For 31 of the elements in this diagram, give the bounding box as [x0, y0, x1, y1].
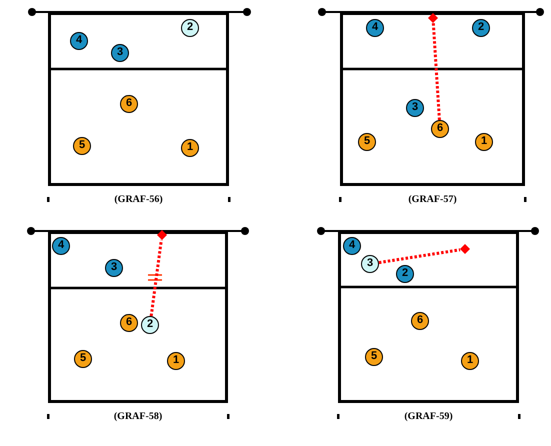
player-marker: 5: [73, 137, 91, 155]
diagram-caption: (GRAF-58): [114, 411, 162, 423]
player-marker: 6: [120, 95, 138, 113]
dotted-line: [150, 240, 163, 316]
player-marker: 4: [52, 237, 70, 255]
player-marker: 5: [74, 350, 92, 368]
player-marker: 2: [141, 316, 159, 334]
player-marker: 4: [70, 32, 88, 50]
player-marker: 1: [461, 352, 479, 370]
player-marker: 2: [181, 19, 199, 37]
player-marker: 3: [105, 259, 123, 277]
player-marker: 5: [365, 348, 383, 366]
player-marker: 2: [472, 19, 490, 37]
player-marker: 2: [396, 265, 414, 283]
player-marker: 1: [167, 352, 185, 370]
diagram-caption: (GRAF-59): [404, 411, 453, 423]
diagram-caption: (GRAF-57): [408, 194, 457, 206]
dotted-line: [432, 22, 441, 120]
player-marker: 3: [361, 255, 379, 273]
diagram-caption: (GRAF-56): [114, 194, 163, 206]
player-marker: 3: [406, 99, 424, 117]
player-marker: 6: [120, 314, 138, 332]
player-marker: 6: [411, 312, 429, 330]
player-marker: 6: [431, 120, 449, 138]
player-marker: 5: [358, 133, 376, 151]
player-marker: 1: [475, 133, 493, 151]
player-marker: 4: [366, 19, 384, 37]
player-marker: 3: [111, 44, 129, 62]
player-marker: 4: [343, 237, 361, 255]
dotted-line: [378, 248, 460, 264]
player-marker: 1: [181, 139, 199, 157]
